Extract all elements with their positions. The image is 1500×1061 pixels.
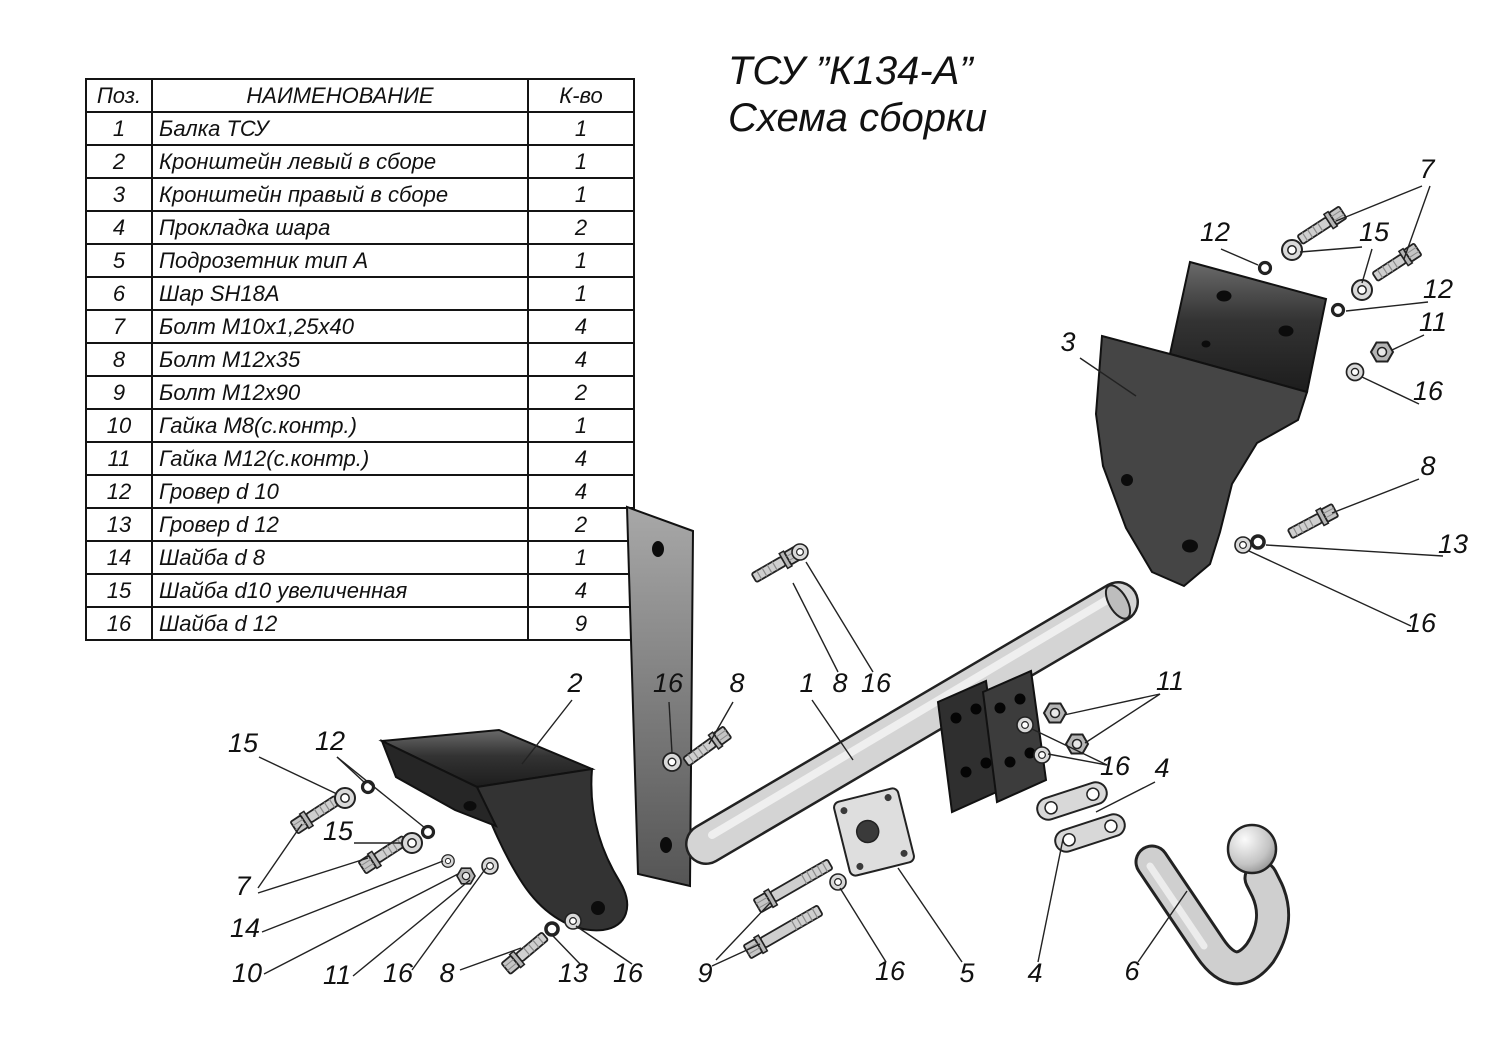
washer-d12-part: [564, 912, 582, 930]
ball-hitch-part: [1134, 823, 1291, 986]
bolt-m10-part: [1369, 241, 1424, 286]
washer-d12-part: [1234, 536, 1252, 554]
callout-label: 7: [235, 871, 251, 901]
callout-label: 16: [383, 958, 414, 988]
callout-labels: 7 12 15 12 11 3 16 8 13 16 2 16 8 1 8 16…: [228, 154, 1468, 990]
callout-label: 4: [1154, 753, 1169, 783]
callout-label: 13: [558, 958, 588, 988]
callout-label: 15: [323, 816, 354, 846]
washer-d12-part: [791, 543, 809, 561]
callout-label: 14: [230, 913, 260, 943]
callout-label: 4: [1027, 958, 1042, 988]
right-bracket-part: [1094, 260, 1328, 588]
callout-label: 12: [1423, 274, 1453, 304]
callout-label: 13: [1438, 529, 1468, 559]
bolt-m12x90-part: [741, 901, 826, 961]
washer-d12-part: [1033, 746, 1051, 764]
callout-label: 16: [653, 668, 684, 698]
bolt-m12x90-part: [751, 855, 836, 915]
beam-part: [625, 505, 1139, 888]
header-name: НАИМЕНОВАНИЕ: [151, 78, 529, 113]
grover-d12-part: [1250, 534, 1266, 550]
callout-label: 11: [1156, 666, 1184, 696]
callout-label: 11: [1419, 307, 1447, 337]
drawing-title-line2: Схема сборки: [728, 96, 988, 141]
washer-d8-part: [441, 854, 455, 868]
callout-label: 8: [832, 668, 847, 698]
callout-label: 10: [232, 958, 262, 988]
callout-label: 5: [959, 958, 975, 988]
washer-d12-part: [1016, 716, 1034, 734]
callout-label: 12: [1200, 217, 1230, 247]
link-plates-part: [1036, 781, 1126, 853]
callout-label: 8: [1420, 451, 1435, 481]
callout-label: 15: [1359, 217, 1390, 247]
washer-d10-part: [1281, 239, 1303, 261]
washer-d10-part: [401, 832, 423, 854]
drawing-title-line1: ТСУ ”К134-А”: [728, 49, 973, 93]
callout-label: 12: [315, 726, 345, 756]
left-bracket-part: [378, 728, 629, 932]
callout-label: 15: [228, 728, 259, 758]
washer-d12-part: [1345, 362, 1365, 382]
callout-label: 11: [323, 960, 351, 990]
washer-d10-part: [334, 787, 356, 809]
bolt-m12-part: [1285, 501, 1340, 543]
callout-label: 7: [1419, 154, 1435, 184]
grover-d12-part: [544, 921, 560, 937]
callout-label: 3: [1060, 327, 1075, 357]
table-header-row: Поз. НАИМЕНОВАНИЕ К-во: [85, 78, 635, 113]
washer-d12-part: [481, 857, 499, 875]
callout-label: 16: [613, 958, 644, 988]
grover-d10-part: [1257, 260, 1273, 276]
washer-d12-part: [829, 873, 847, 891]
callout-label: 9: [697, 958, 712, 988]
callout-label: 6: [1124, 956, 1140, 986]
callout-label: 2: [566, 668, 582, 698]
grover-d10-part: [1330, 302, 1346, 318]
nut-m12-part: [1370, 341, 1394, 363]
drawing-title: ТСУ ”К134-А” Схема сборки: [728, 48, 987, 142]
socket-plate-part: [833, 787, 915, 877]
callout-label: 16: [861, 668, 892, 698]
nut-m8-part: [456, 867, 476, 885]
header-pos: Поз.: [85, 78, 153, 113]
callout-label: 16: [1413, 376, 1444, 406]
bolt-m10-part: [1294, 204, 1349, 249]
callout-label: 16: [1100, 751, 1131, 781]
callout-label: 1: [799, 668, 814, 698]
header-qty: К-во: [527, 78, 635, 113]
callout-label: 16: [1406, 608, 1437, 638]
callout-label: 16: [875, 956, 906, 986]
washer-d12-part: [662, 752, 682, 772]
callout-label: 8: [729, 668, 744, 698]
leader-lines: [257, 185, 1444, 977]
callout-label: 8: [439, 958, 454, 988]
nut-m12-part: [1043, 702, 1067, 724]
